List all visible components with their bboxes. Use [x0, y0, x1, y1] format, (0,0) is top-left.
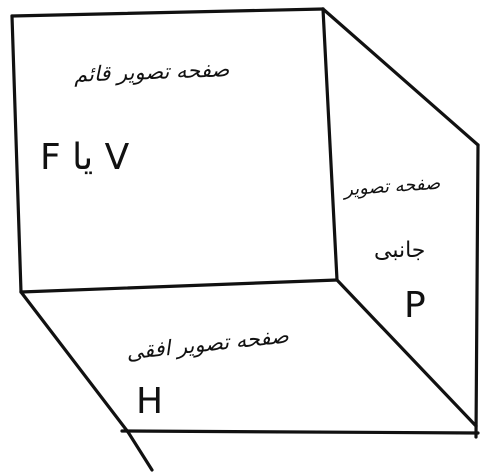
frontal-plane-right-edge [321, 7, 339, 282]
frontal-plane-top-edge [10, 7, 325, 18]
side-plane-sublabel: جانبی [374, 238, 426, 263]
ground-line [120, 429, 480, 435]
lower-extension-line [126, 430, 154, 472]
frontal-plane-left-edge [10, 14, 23, 294]
frontal-plane-letters: F یا V [40, 137, 130, 178]
frontal-plane-label: صفحه تصویر قائم [73, 57, 230, 87]
horizontal-plane-letter: H [136, 381, 164, 422]
side-plane-right-edge [474, 143, 480, 439]
side-plane-letter: P [404, 285, 426, 326]
horizontal-plane-diagonal-edge [335, 278, 478, 428]
side-plane-top-edge [321, 7, 480, 147]
frontal-plane-bottom-edge [19, 278, 339, 294]
horizontal-plane-left-edge [19, 290, 130, 434]
